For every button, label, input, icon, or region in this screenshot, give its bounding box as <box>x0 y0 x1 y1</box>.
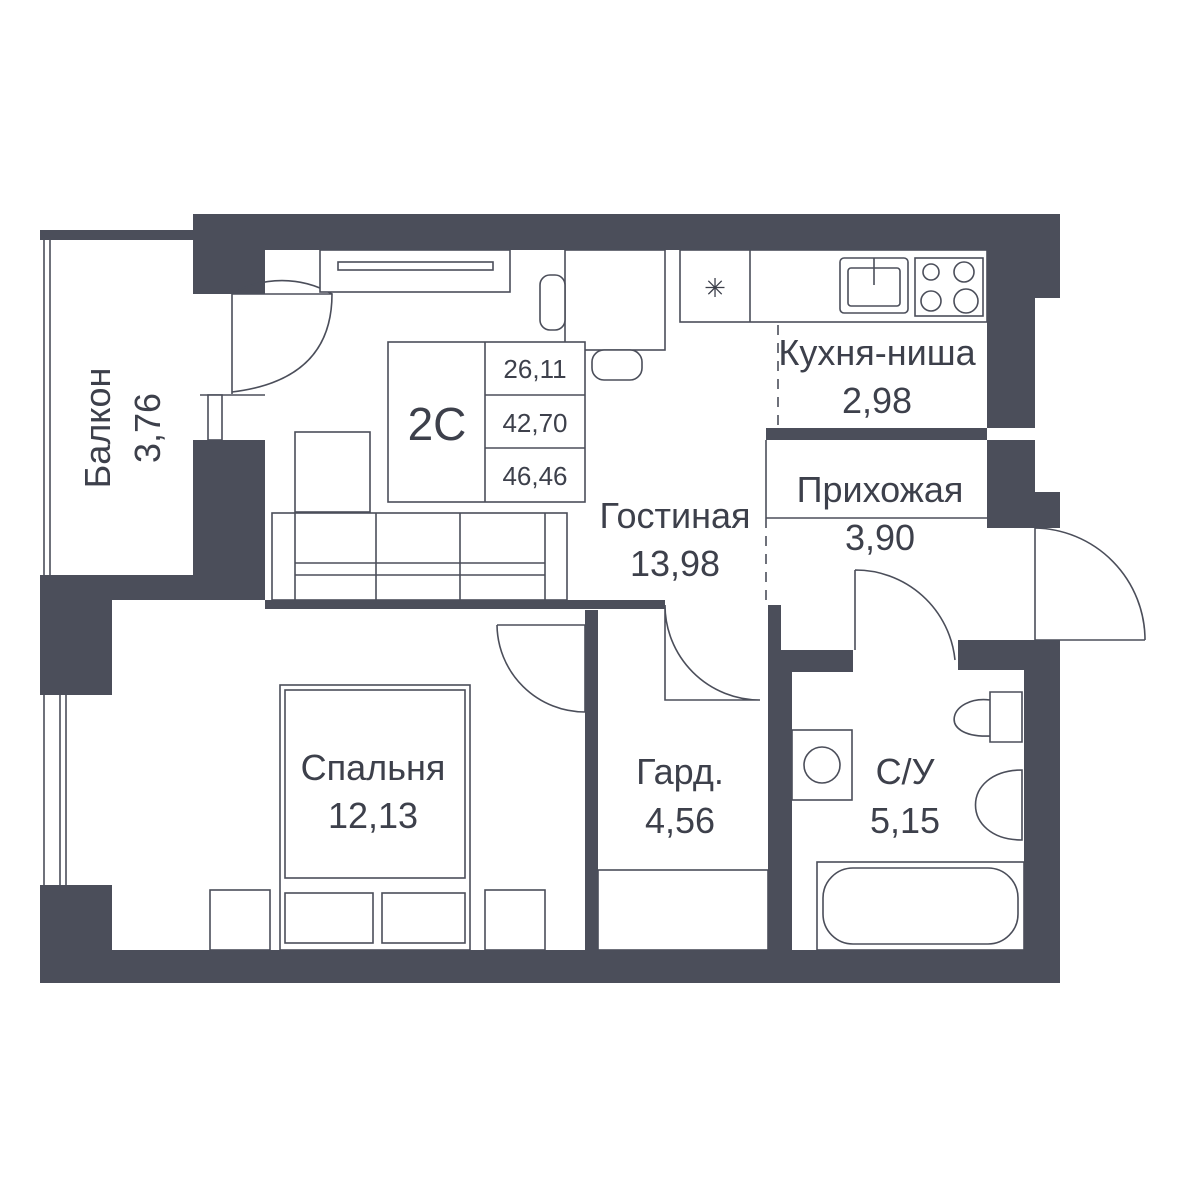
bathtub <box>816 861 1025 951</box>
unit-type: 2С <box>408 398 467 450</box>
unit-info-frame <box>387 341 586 503</box>
bedroom-door-swing <box>496 624 586 713</box>
burner-2 <box>953 261 975 283</box>
balcony-door-swing2 <box>231 293 333 393</box>
balcony-name: Балкон <box>77 368 118 489</box>
living-area: 13,98 <box>630 543 720 584</box>
wall-bath-top <box>958 640 1060 670</box>
bathtub-inner <box>822 867 1019 945</box>
washing-drum <box>803 746 841 784</box>
hallway-area: 3,90 <box>845 517 915 558</box>
sofa <box>271 512 568 601</box>
stove <box>914 257 984 317</box>
tv-cabinet <box>319 249 511 293</box>
bathroom-area: 5,15 <box>870 800 940 841</box>
wall-bottom <box>40 950 1060 983</box>
wardrobe-name: Гард. <box>636 751 724 792</box>
wall-left-pillar <box>40 575 112 695</box>
nightstand-right <box>484 889 546 951</box>
fridge-icon: ✳ <box>704 273 726 303</box>
wall-right-mid-outer <box>987 298 1035 428</box>
balcony-door-swing <box>231 279 333 394</box>
pillow-right <box>381 892 466 944</box>
wardrobe-shelf <box>597 869 769 951</box>
wall-right-upper <box>1024 214 1060 298</box>
wall-right-entry2 <box>1024 492 1060 528</box>
unit-total-area: 42,70 <box>502 408 567 438</box>
bedroom-name: Спальня <box>301 747 446 788</box>
wall-wardrobe-bath <box>768 605 781 950</box>
toilet <box>953 691 1023 743</box>
wall-bath-top-left <box>781 650 853 672</box>
room-labels: Балкон 3,76 Гостиная 13,98 Кухня-ниша 2,… <box>77 332 977 841</box>
side-chair <box>539 274 566 331</box>
wall-bath-left <box>781 650 792 950</box>
doors <box>231 279 1146 713</box>
walls <box>40 214 1060 983</box>
wardrobe-area: 4,56 <box>645 800 715 841</box>
wall-living-bedroom <box>265 600 665 609</box>
wall-right-lower <box>1024 640 1060 983</box>
wall-left-bottom <box>40 885 112 983</box>
tv <box>337 261 494 271</box>
kitchen-area: 2,98 <box>842 380 912 421</box>
desk-chair <box>591 349 643 381</box>
bathroom-name: С/У <box>876 751 936 792</box>
washing-machine <box>791 729 853 801</box>
unit-info-box: 2С 26,11 42,70 46,46 <box>387 341 586 503</box>
burner-4 <box>953 288 979 314</box>
pillow-left <box>284 892 374 944</box>
wardrobe-door-swing <box>664 604 761 701</box>
balcony-door-jamb <box>207 394 223 441</box>
wall-balcony-top <box>40 230 200 240</box>
washbasin <box>974 769 1023 841</box>
unit-total-area-balcony: 46,46 <box>502 461 567 491</box>
entry-door-swing <box>1034 527 1146 641</box>
wall-left-mid <box>193 440 265 600</box>
bath-door-swing <box>854 569 956 661</box>
balcony-area: 3,76 <box>127 393 168 463</box>
wall-top <box>193 214 1060 250</box>
wall-top-left-block <box>193 214 265 294</box>
burner-3 <box>920 290 942 312</box>
hallway-name: Прихожая <box>797 469 964 510</box>
armchair <box>294 431 371 513</box>
bed-inner <box>284 689 466 879</box>
desk <box>564 249 666 351</box>
bedroom-area: 12,13 <box>328 795 418 836</box>
burner-1 <box>922 263 940 281</box>
furniture: ✳ <box>209 249 1025 951</box>
living-name: Гостиная <box>599 495 750 536</box>
kitchen-name: Кухня-ниша <box>778 332 976 373</box>
partitions <box>43 240 987 885</box>
wall-kitchen-hall <box>766 428 987 440</box>
balcony-label: Балкон 3,76 <box>77 368 168 489</box>
wall-bedroom-wardrobe <box>585 610 598 950</box>
unit-living-area: 26,11 <box>503 354 566 384</box>
nightstand-left <box>209 889 271 951</box>
